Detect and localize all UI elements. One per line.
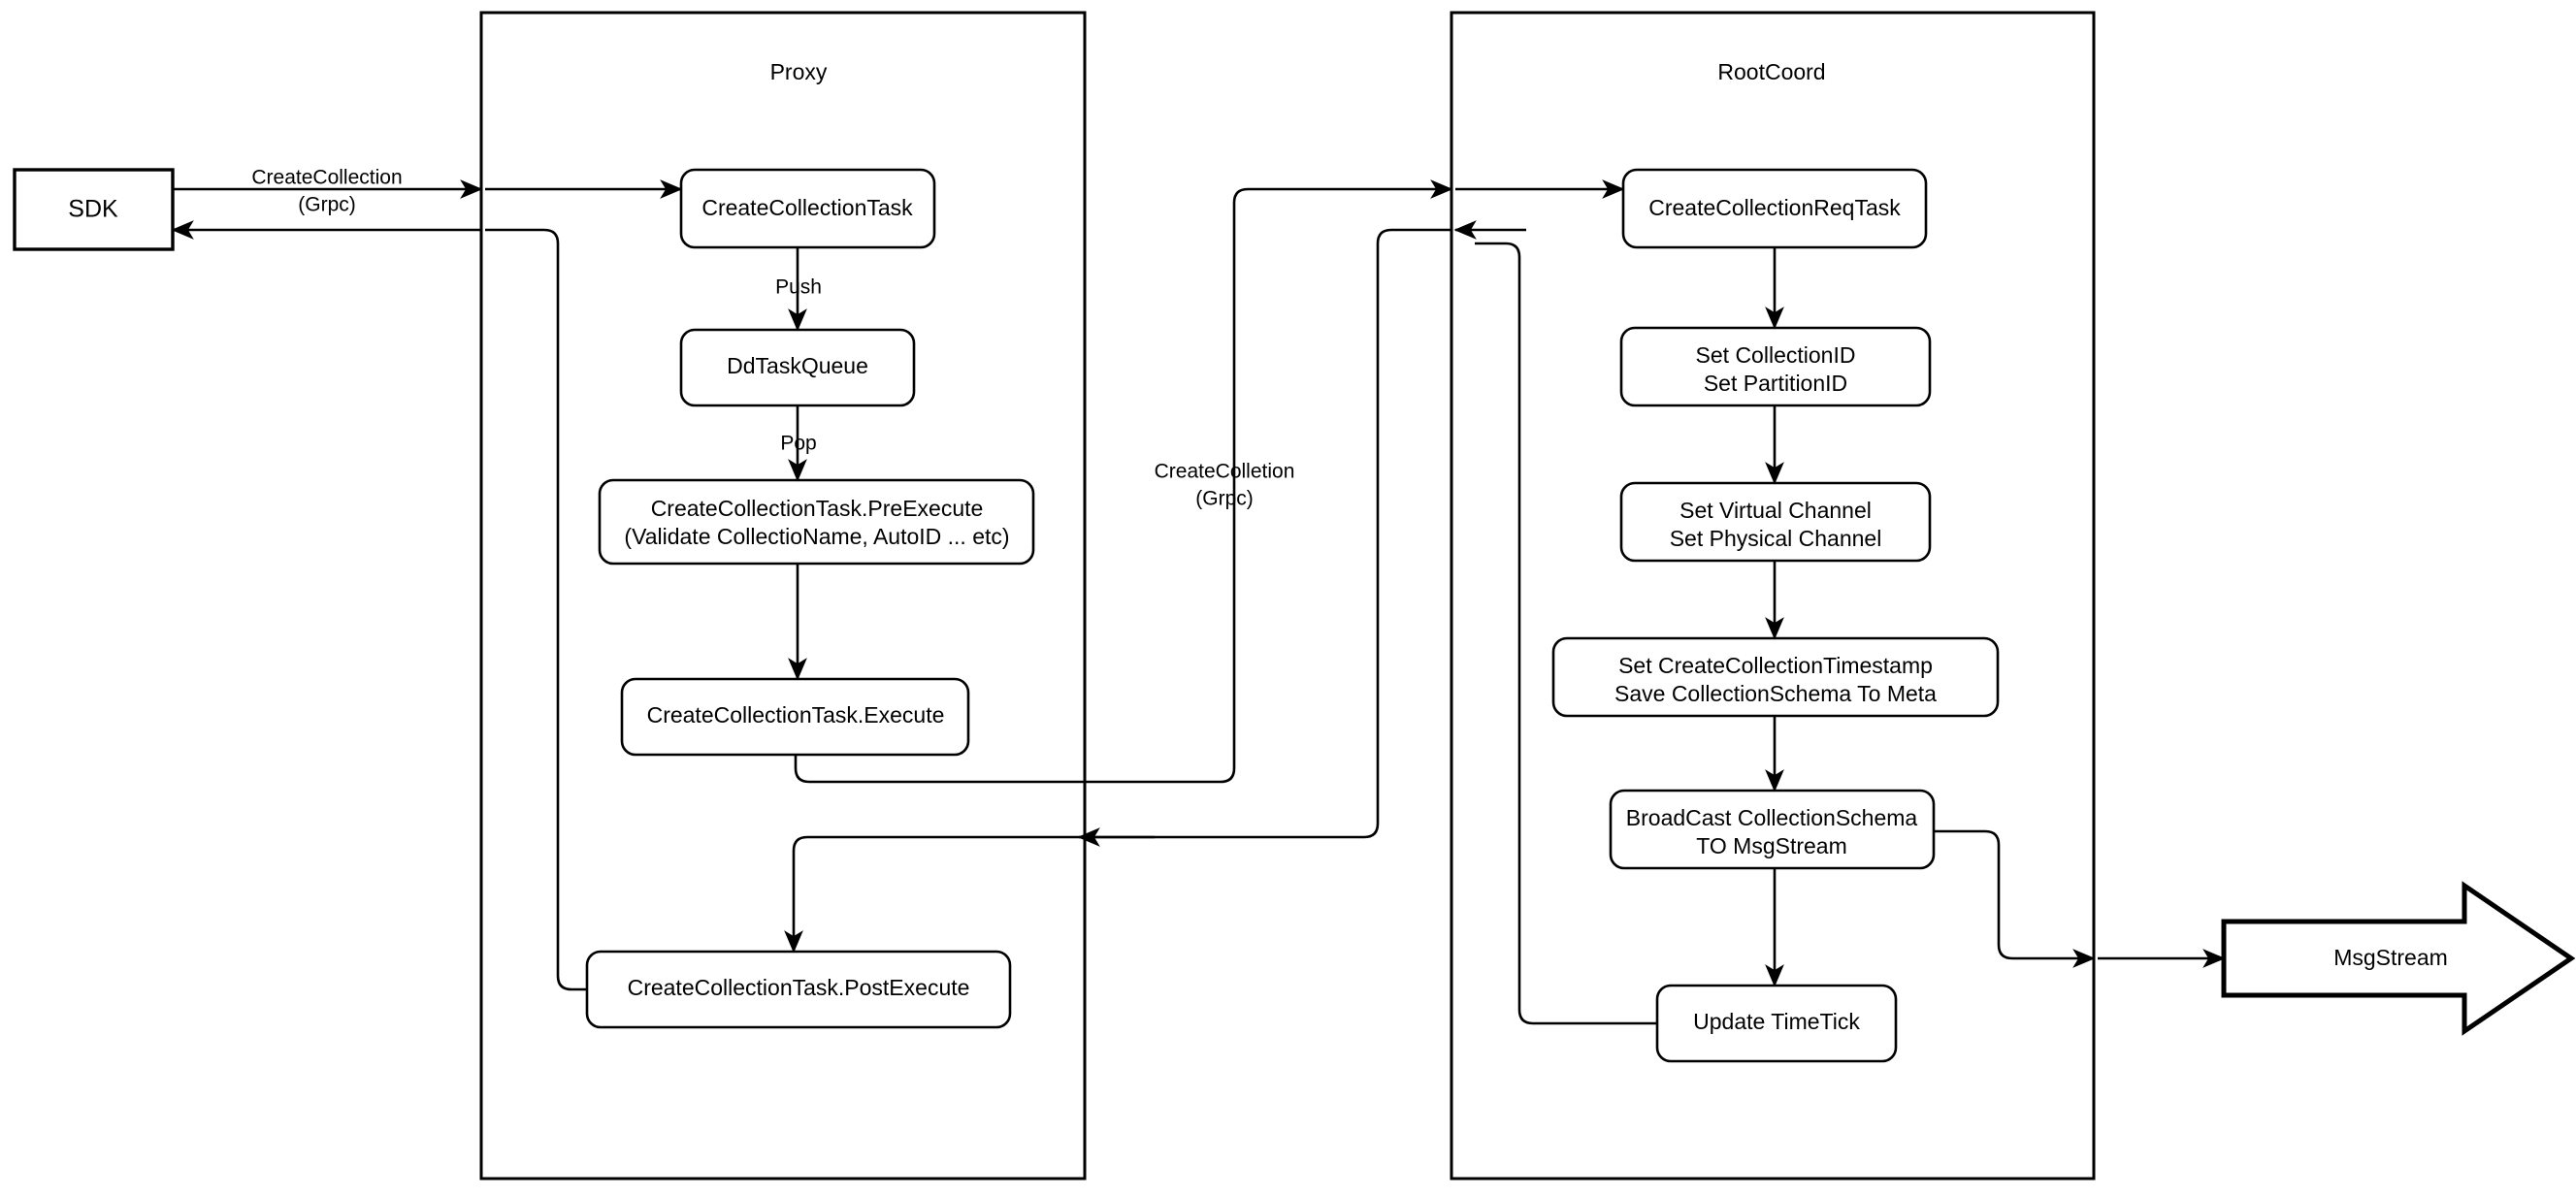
node-sdk-label: SDK [68, 196, 118, 223]
node-create-collection-req-task-label: CreateCollectionReqTask [1648, 195, 1901, 220]
node-post-execute-label: CreateCollectionTask.PostExecute [628, 975, 970, 1000]
node-execute-label: CreateCollectionTask.Execute [647, 702, 945, 728]
edge-label-push: Push [775, 276, 822, 299]
lane-proxy-title: Proxy [770, 59, 828, 84]
edge-post-execute-to-return [485, 228, 587, 991]
node-set-channels-label-line2: Set Physical Channel [1670, 526, 1882, 551]
edge-broadcast-to-msgstream [1934, 829, 2096, 968]
edge-rootcoord-to-proxy-response [784, 228, 1451, 954]
node-dd-task-queue-label: DdTaskQueue [727, 353, 868, 378]
node-set-timestamp-save-meta-label-line2: Save CollectionSchema To Meta [1614, 681, 1937, 706]
node-broadcast-schema-label-line2: TO MsgStream [1696, 833, 1847, 858]
edge-label-sdk-to-proxy-line2: (Grpc) [298, 194, 356, 216]
node-set-ids-label-line2: Set PartitionID [1704, 371, 1847, 396]
edge-update-timetick-to-response [1475, 242, 1657, 1025]
node-msgstream-label: MsgStream [2333, 945, 2448, 970]
node-update-timetick-label: Update TimeTick [1693, 1009, 1860, 1034]
node-pre-execute-label-line2: (Validate CollectioName, AutoID ... etc) [624, 524, 1009, 549]
node-create-collection-task-label: CreateCollectionTask [701, 195, 913, 220]
edge-label-proxy-to-rootcoord-line2: (Grpc) [1195, 488, 1254, 510]
node-create-collection-task[interactable] [679, 168, 936, 249]
node-set-ids-label-line1: Set CollectionID [1696, 342, 1856, 368]
node-broadcast-schema-label-line1: BroadCast CollectionSchema [1626, 805, 1918, 830]
node-sdk[interactable] [13, 168, 175, 251]
node-set-timestamp-save-meta-label-line1: Set CreateCollectionTimestamp [1618, 653, 1933, 678]
node-set-channels-label-line1: Set Virtual Channel [1679, 498, 1872, 523]
edge-execute-to-rootcoord [794, 179, 1453, 784]
node-msgstream[interactable] [2221, 881, 2576, 1036]
edge-label-sdk-to-proxy-line1: CreateCollection [251, 167, 402, 189]
edge-label-pop: Pop [780, 433, 816, 455]
node-pre-execute-label-line1: CreateCollectionTask.PreExecute [651, 496, 984, 521]
edge-label-proxy-to-rootcoord-line1: CreateColletion [1155, 461, 1295, 483]
node-pre-execute[interactable] [598, 478, 1035, 566]
lane-rootcoord-title: RootCoord [1717, 59, 1825, 84]
